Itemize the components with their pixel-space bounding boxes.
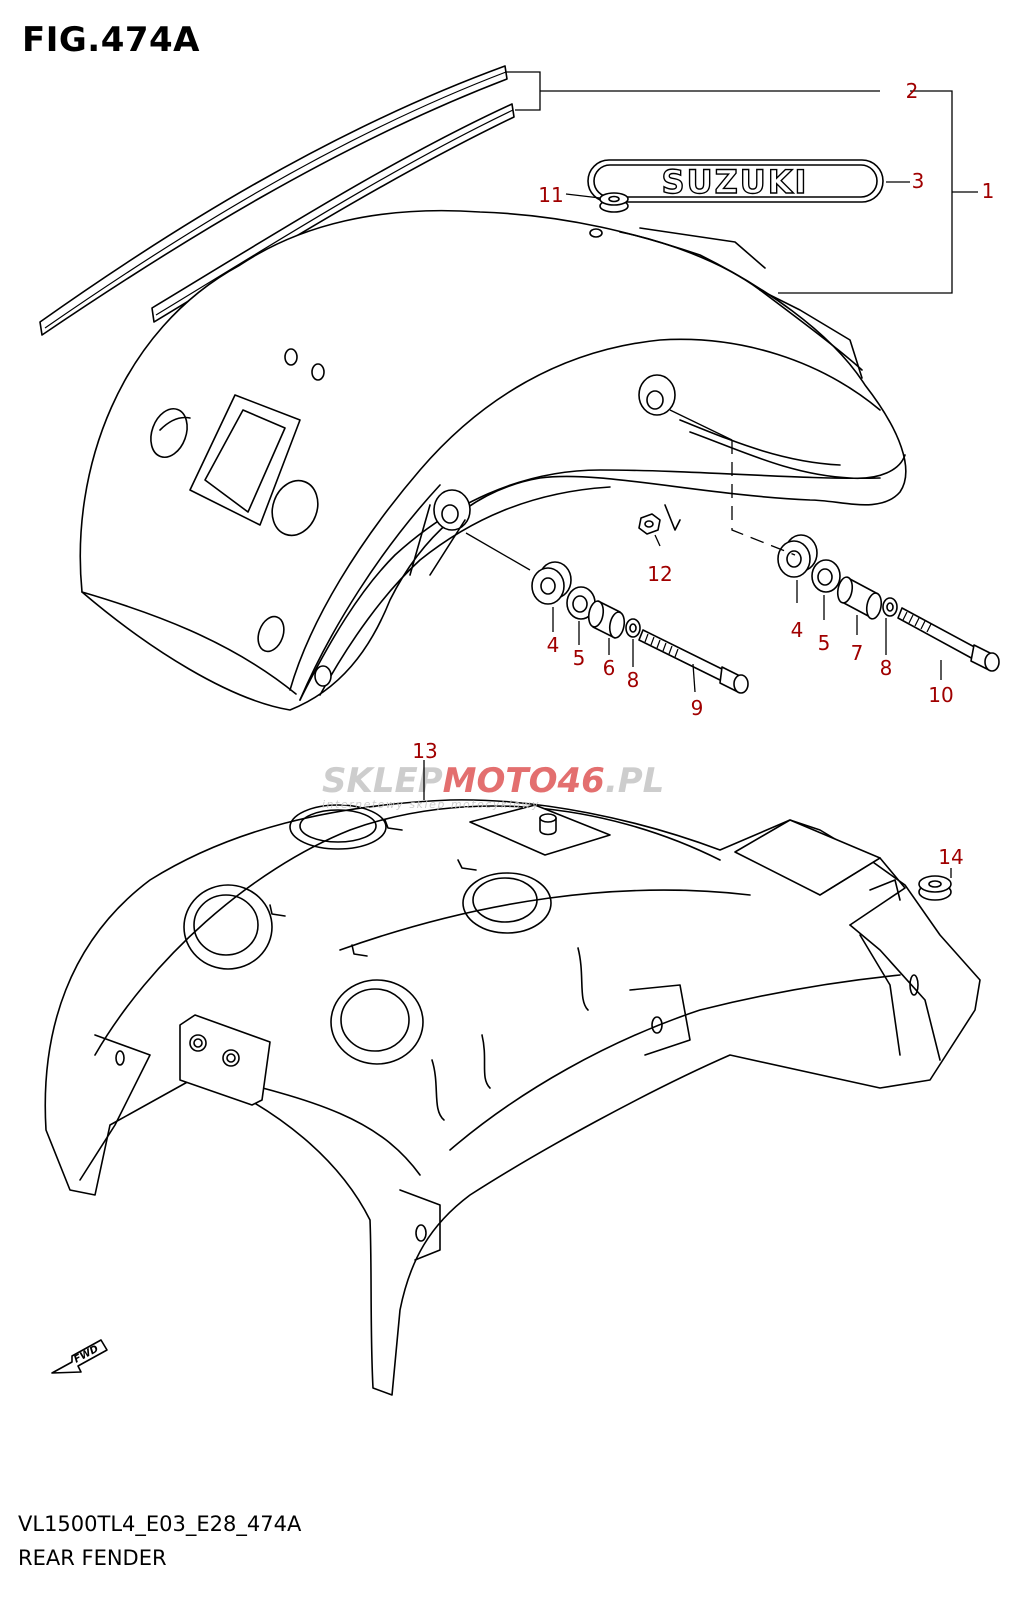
inner-rear-fender — [44, 799, 981, 1396]
cushion-4-left — [531, 561, 572, 605]
washer-5-right — [811, 559, 841, 593]
section-name: REAR FENDER — [18, 1546, 167, 1570]
callout-14: 14 — [938, 845, 963, 869]
trim-strip-outer — [39, 65, 508, 336]
callout-11: 11 — [538, 183, 563, 207]
callout-7: 7 — [851, 641, 864, 665]
washer-8-left — [625, 618, 641, 638]
spacer-6 — [587, 600, 626, 639]
grommet-14 — [918, 875, 952, 901]
callout-4-left: 4 — [547, 633, 560, 657]
spacer-7 — [836, 576, 883, 620]
callout-labels: 2 1 3 11 12 4 5 6 8 9 4 5 7 8 10 13 14 — [412, 79, 994, 869]
leader-lines — [423, 71, 978, 878]
callout-8-left: 8 — [627, 668, 640, 692]
grommet-11 — [599, 192, 629, 213]
callout-5-left: 5 — [573, 646, 586, 670]
callout-5-right: 5 — [818, 631, 831, 655]
washer-8-right — [882, 597, 898, 617]
rear-fender-body — [79, 209, 907, 711]
watermark-tagline: internetowy sklep motocyklowy — [322, 798, 540, 811]
bolt-10 — [897, 607, 1000, 672]
washer-5-left — [566, 586, 596, 620]
callout-3: 3 — [912, 169, 925, 193]
cushion-4-right — [777, 534, 818, 578]
model-code: VL1500TL4_E03_E28_474A — [18, 1512, 302, 1536]
callout-4-right: 4 — [791, 618, 804, 642]
callout-2: 2 — [906, 79, 919, 103]
bolt-9 — [638, 629, 749, 694]
callout-12: 12 — [647, 562, 672, 586]
callout-1: 1 — [982, 179, 995, 203]
callout-9: 9 — [691, 696, 704, 720]
callout-6: 6 — [603, 656, 616, 680]
callout-10: 10 — [928, 683, 953, 707]
callout-13: 13 — [412, 739, 437, 763]
nut-12 — [638, 513, 661, 535]
callout-8-right: 8 — [880, 656, 893, 680]
fwd-label: FWD — [72, 1344, 100, 1366]
install-guides — [465, 409, 796, 571]
suzuki-emblem: SUZUKI — [587, 159, 884, 203]
emblem-text: SUZUKI — [662, 163, 809, 201]
watermark-brand: SKLEPMOTO46.PL — [322, 761, 664, 801]
forward-direction-arrow: FWD — [51, 1339, 108, 1374]
watermark: SKLEPMOTO46.PL internetowy sklep motocyk… — [322, 761, 664, 811]
figure-title: FIG.474A — [22, 20, 200, 60]
